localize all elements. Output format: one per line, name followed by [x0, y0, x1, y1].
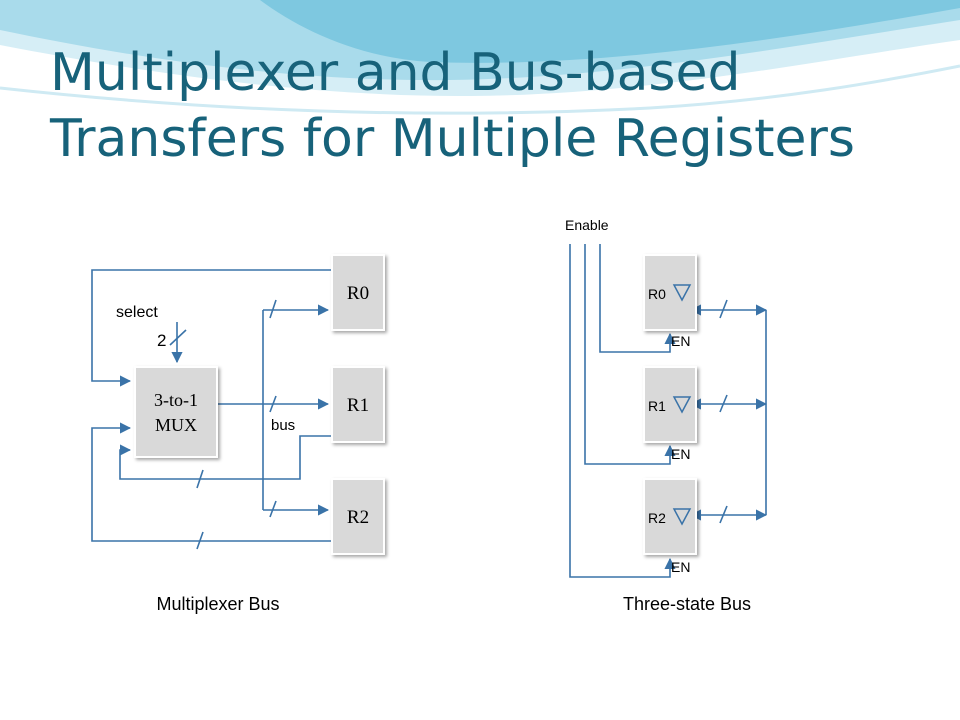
select-slash: [169, 329, 187, 346]
mux-wires: [91, 269, 333, 550]
enable-label: Enable: [565, 217, 609, 233]
tristate-wires: [569, 244, 768, 578]
tristate-slash-r1: [719, 394, 728, 413]
title-line-1: Multiplexer and Bus-based: [50, 43, 741, 103]
title-line-2: Transfers for Multiple Registers: [50, 109, 856, 169]
multiplexer-bus-diagram: 3-to-1 MUX R0 R1 R2 select 2 bus Multipl…: [91, 254, 385, 614]
tristate-buffer-r0-icon: [672, 284, 692, 302]
r2-to-mux-wire: [91, 422, 333, 542]
tristate-buffer-r2-icon: [672, 508, 692, 526]
header-wave-decoration: [0, 0, 960, 115]
bus-slash-r1: [269, 395, 277, 413]
mux-register-r1: R1: [331, 366, 385, 443]
mux-register-r2-label: R2: [347, 507, 369, 528]
r1-to-mux-wire: [119, 435, 333, 480]
mux-block: 3-to-1 MUX: [134, 366, 218, 458]
tristate-buffer-r1-icon: [672, 396, 692, 414]
enable-line-r1: [584, 244, 676, 465]
select-label: select: [116, 304, 158, 321]
bus-slash-r2: [269, 500, 277, 518]
select-width-label: 2: [157, 331, 166, 350]
bus-slash-r0: [269, 299, 277, 319]
feedback-slash-r1: [196, 469, 204, 489]
en-label-r1: EN: [671, 446, 690, 462]
r0-to-mux-wire: [91, 269, 333, 387]
tristate-register-r2-label: R2: [648, 510, 666, 526]
tristate-register-r0: R0: [643, 254, 697, 331]
enable-line-r2: [569, 244, 676, 578]
mux-register-r0: R0: [331, 254, 385, 331]
tristate-register-r1-label: R1: [648, 398, 666, 414]
en-label-r2: EN: [671, 559, 690, 575]
three-state-bus-diagram: R0 R1 R2 EN EN EN Enable Three-state Bus: [565, 217, 768, 614]
feedback-slash-r2: [196, 531, 204, 550]
multiplexer-bus-caption: Multiplexer Bus: [156, 594, 279, 614]
mux-label-line-1: 3-to-1: [154, 390, 198, 410]
tristate-register-r2: R2: [643, 478, 697, 555]
three-state-bus-caption: Three-state Bus: [623, 594, 751, 614]
tristate-slash-r2: [719, 505, 728, 524]
bus-label: bus: [271, 417, 295, 434]
tristate-slash-r0: [719, 299, 728, 319]
mux-register-r0-label: R0: [347, 283, 369, 304]
slide-title: Multiplexer and Bus-based Transfers for …: [50, 40, 930, 172]
mux-register-r1-label: R1: [347, 395, 369, 416]
mux-register-r2: R2: [331, 478, 385, 555]
mux-label-line-2: MUX: [155, 415, 197, 435]
tristate-register-r1: R1: [643, 366, 697, 443]
en-label-r0: EN: [671, 333, 690, 349]
tristate-register-r0-label: R0: [648, 286, 666, 302]
enable-line-r0: [599, 244, 676, 353]
